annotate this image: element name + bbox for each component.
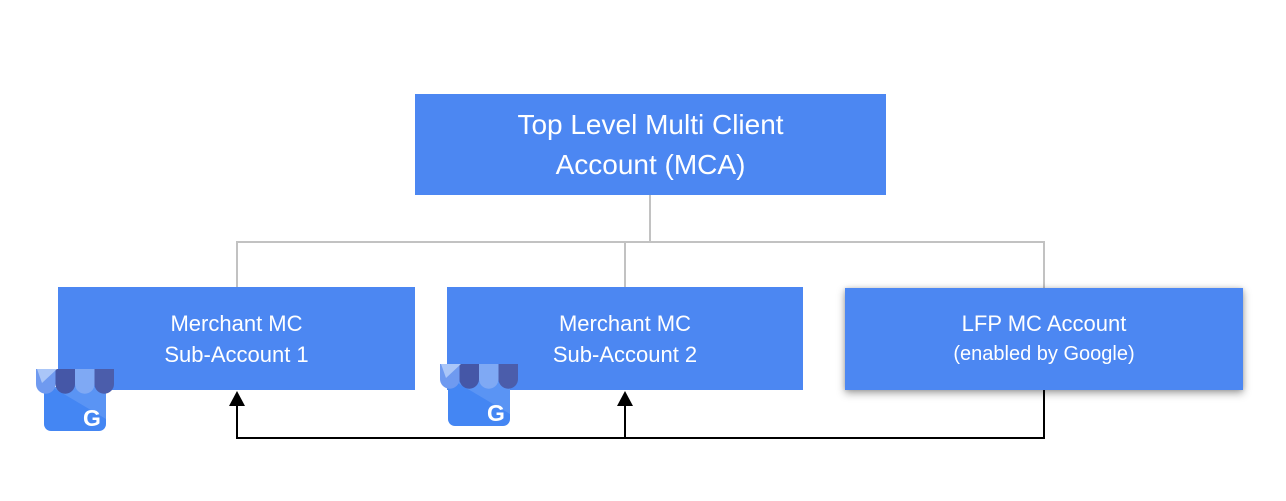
arrowhead-sub2-icon	[617, 391, 633, 406]
node-label-line2: Account (MCA)	[555, 148, 746, 180]
gmb-letter-g: G	[83, 405, 101, 431]
arrow-line-lfp-down	[1043, 390, 1045, 439]
connector-drop-sub2	[624, 241, 626, 287]
arrowhead-sub1-icon	[229, 391, 245, 406]
arrow-line-to-sub2	[624, 404, 626, 437]
connector-drop-lfp	[1043, 241, 1045, 288]
node-label-line1: Merchant MC	[558, 310, 692, 336]
node-label-line2: Sub-Account 1	[164, 341, 309, 367]
connector-drop-sub1	[236, 241, 238, 287]
google-my-business-icon: G	[36, 369, 114, 431]
arrow-line-to-sub1	[236, 404, 238, 437]
node-label-line2: Sub-Account 2	[552, 341, 698, 367]
gmb-letter-g: G	[487, 400, 505, 426]
node-merchant-sub-account-1: Merchant MC Sub-Account 1	[58, 287, 415, 390]
node-top-level-mca: Top Level Multi Client Account (MCA)	[415, 94, 886, 195]
connector-mca-stem	[649, 195, 651, 242]
node-label-line2: (enabled by Google)	[953, 343, 1135, 365]
arrow-line-horizontal	[236, 437, 1045, 439]
node-label-line1: Top Level Multi Client	[517, 108, 784, 140]
connector-rail	[236, 241, 1045, 243]
google-my-business-icon: G	[440, 364, 518, 426]
node-label-line1: Merchant MC	[170, 310, 303, 336]
node-lfp-mc-account: LFP MC Account (enabled by Google)	[845, 288, 1243, 390]
node-label-line1: LFP MC Account	[961, 311, 1127, 336]
